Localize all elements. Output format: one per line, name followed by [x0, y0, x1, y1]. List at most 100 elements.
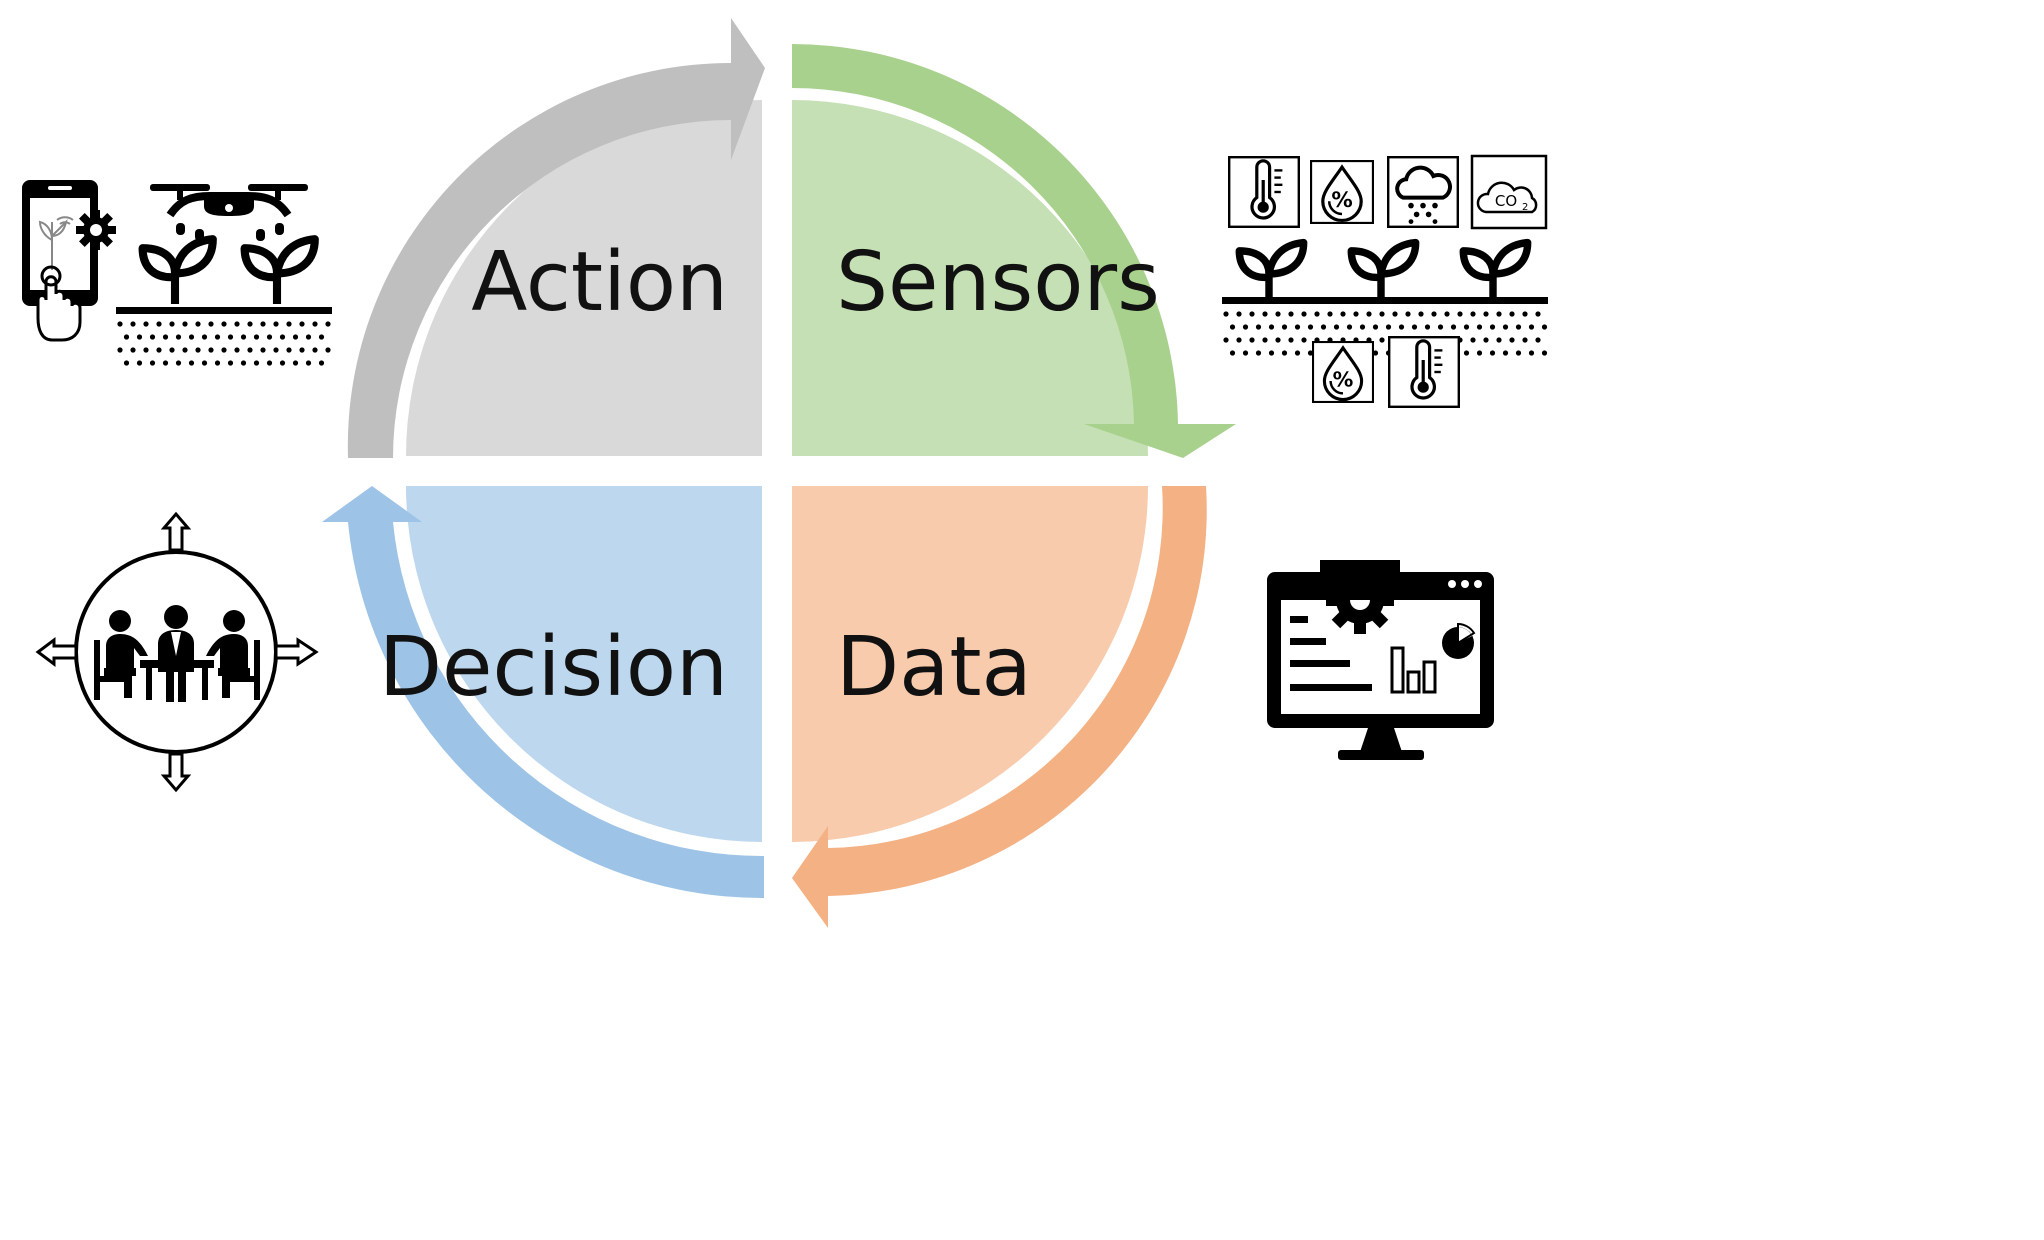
soil-dot — [136, 360, 143, 366]
soil-dot — [1515, 350, 1522, 356]
soil-dot — [1535, 337, 1541, 343]
quadrant-data — [792, 486, 1148, 842]
arrow-action-to-sensors — [347, 18, 765, 458]
soil-dot — [292, 334, 299, 340]
soil-dot — [1255, 350, 1262, 356]
soil-dot — [1372, 324, 1379, 330]
soil-dot — [305, 360, 312, 366]
soil-dot — [1236, 337, 1242, 343]
soil-dot — [143, 321, 149, 327]
soil-dot — [182, 321, 188, 327]
soil-dot — [1489, 350, 1496, 356]
soil-dot — [1307, 350, 1314, 356]
soil-dot — [1242, 324, 1249, 330]
soil-dot — [266, 360, 273, 366]
soil-dot — [208, 347, 214, 353]
soil-dot — [1509, 311, 1515, 317]
soil-dot — [1528, 324, 1535, 330]
plant-icon — [1351, 243, 1415, 302]
soil-dot — [1249, 311, 1255, 317]
soil-dot — [1411, 324, 1418, 330]
soil-dot — [260, 321, 266, 327]
soil-dot — [1457, 311, 1463, 317]
soil-dot — [1522, 311, 1528, 317]
soil-dot — [188, 334, 195, 340]
soil-dot — [1450, 324, 1457, 330]
soil-dot — [312, 321, 318, 327]
soil-dot — [162, 334, 169, 340]
soil-dot — [221, 347, 227, 353]
soil-dot — [1379, 311, 1385, 317]
soil-dot — [266, 334, 273, 340]
soil-dot — [1437, 324, 1444, 330]
soil-dot — [1281, 324, 1288, 330]
smartphone-control-icon — [22, 180, 98, 342]
soil-dot — [325, 321, 331, 327]
soil-dot — [136, 334, 143, 340]
soil-dot — [169, 347, 175, 353]
soil-dot — [1229, 350, 1236, 356]
ground-line — [1222, 297, 1548, 304]
soil-dot — [1340, 311, 1346, 317]
soil-dot — [1288, 311, 1294, 317]
arrow-sensors-to-data-body — [792, 43, 1236, 459]
soil-dot — [1496, 337, 1502, 343]
soil-dot — [1307, 324, 1314, 330]
soil-dot — [1392, 311, 1398, 317]
soil-dot — [1470, 337, 1476, 343]
soil-dot — [299, 347, 305, 353]
drone-icon — [150, 184, 308, 241]
label-action: Action — [471, 235, 728, 330]
soil-dot — [227, 334, 234, 340]
monitor-dashboard-icon — [1267, 560, 1494, 760]
soil-dot — [1385, 324, 1392, 330]
soil-thermometer-icon — [1388, 336, 1460, 408]
soil-humidity-icon — [1312, 340, 1374, 404]
soil-dot — [1229, 324, 1236, 330]
soil-dot — [208, 321, 214, 327]
quadrant-action — [406, 100, 762, 456]
soil-dot — [1366, 311, 1372, 317]
plant-icon — [1239, 243, 1303, 302]
soil-dot — [1444, 311, 1450, 317]
soil-dot — [175, 334, 182, 340]
soil-dot — [1483, 311, 1489, 317]
soil-dot — [1405, 311, 1411, 317]
soil-dot — [253, 334, 260, 340]
soil-dot — [292, 360, 299, 366]
soil-dot — [1281, 350, 1288, 356]
soil-dot — [123, 334, 130, 340]
soil-dot — [1535, 311, 1541, 317]
soil-dot — [1528, 350, 1535, 356]
soil-dot — [130, 321, 136, 327]
soil-dot — [169, 321, 175, 327]
soil-dot — [1320, 324, 1327, 330]
soil-dot — [1268, 350, 1275, 356]
soil-dot — [214, 334, 221, 340]
co2-text: CO — [1495, 192, 1517, 210]
soil-dot — [1223, 337, 1229, 343]
soil-dot — [1502, 350, 1509, 356]
soil-dot — [325, 347, 331, 353]
label-sensors: Sensors — [836, 235, 1160, 330]
plant-icon — [143, 239, 213, 304]
soil-dot — [221, 321, 227, 327]
soil-dot — [299, 321, 305, 327]
soil-dot — [117, 347, 123, 353]
rain-cloud-icon — [1388, 157, 1458, 227]
outward-arrows-icon — [35, 511, 319, 793]
soil-dot — [1301, 337, 1307, 343]
soil-dot — [260, 347, 266, 353]
soil-dot — [1483, 337, 1489, 343]
soil-dot — [1424, 324, 1431, 330]
sensors-icon-group: CO 2 — [1222, 154, 1548, 408]
soil-dot — [1262, 311, 1268, 317]
soil-dot — [1294, 324, 1301, 330]
soil-dot — [1236, 311, 1242, 317]
soil-dot — [1476, 324, 1483, 330]
soil-icon — [1223, 311, 1548, 356]
soil-dot — [130, 347, 136, 353]
soil-dot — [156, 347, 162, 353]
soil-dot — [117, 321, 123, 327]
